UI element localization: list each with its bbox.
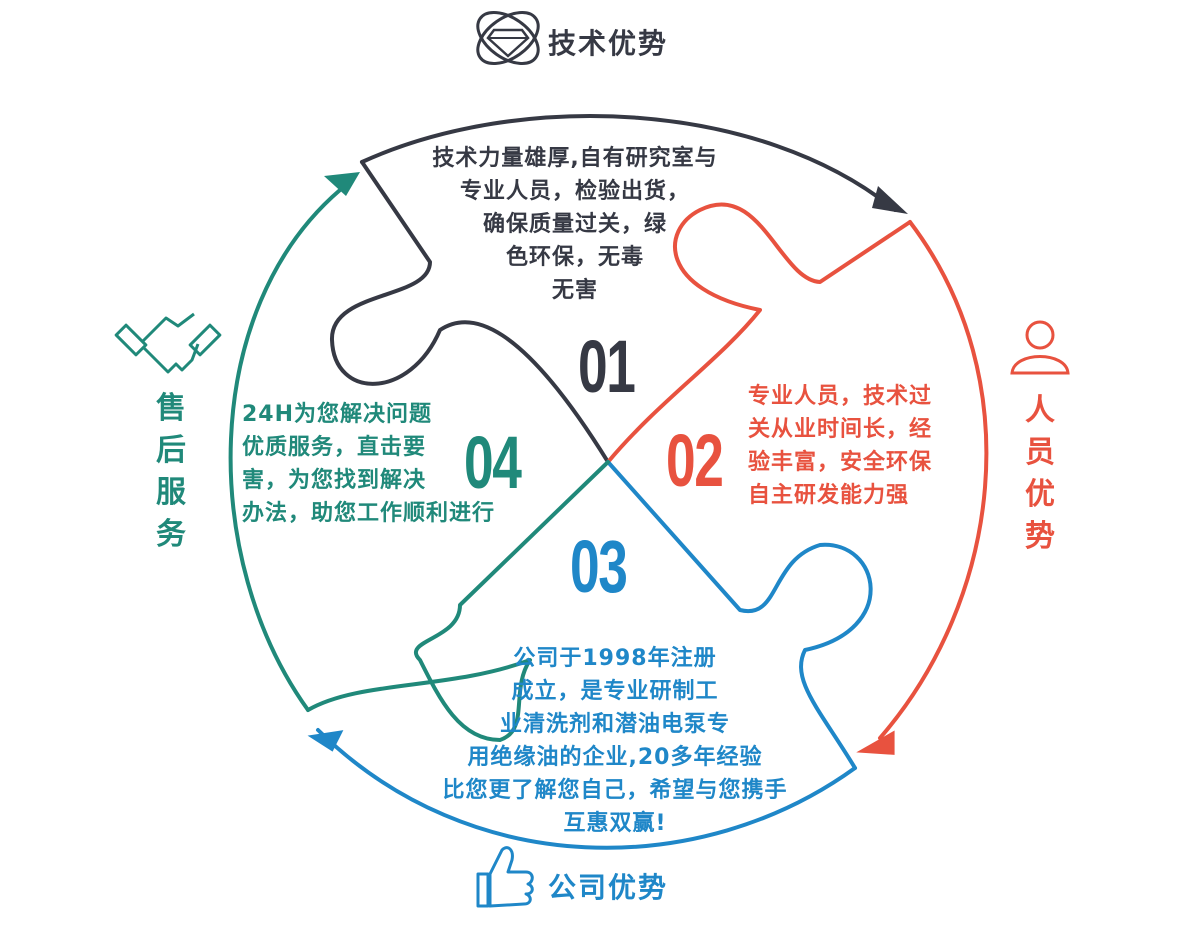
text-line: 害，为您找到解决	[242, 468, 427, 493]
diamond-icon	[476, 11, 540, 65]
thumbs-up-icon	[476, 846, 534, 908]
piece-text-01: 技术力量雄厚,自有研究室与 专业人员，检验出货， 确保质量过关，绿 色环保，无毒…	[405, 142, 745, 307]
title-service-char: 服	[156, 475, 186, 510]
piece-text-02: 专业人员，技术过 关从业时间长，经 验丰富，安全环保 自主研发能力强	[748, 380, 978, 512]
arrow-head-service	[324, 172, 360, 196]
title-people-char: 人	[1025, 393, 1055, 428]
ring-arc-tech	[360, 114, 897, 212]
title-people-char: 员	[1025, 435, 1055, 470]
title-people: 人 员 优 势	[1020, 390, 1060, 558]
handshake-icon	[114, 312, 222, 374]
arrow-head-company	[307, 730, 344, 752]
title-service-char: 务	[156, 517, 186, 552]
text-line: 办法，助您工作顺利进行	[242, 501, 496, 526]
title-people-char: 优	[1025, 477, 1055, 512]
text-line: 公司于1998年注册	[513, 646, 717, 671]
text-line: 色环保，无毒	[505, 245, 644, 270]
ring-arc-company	[316, 728, 857, 850]
text-line: 专业人员，检验出货，	[459, 179, 690, 204]
title-service-char: 后	[156, 433, 186, 468]
text-line: 无害	[551, 278, 598, 303]
puzzle-piece-01	[329, 160, 610, 464]
text-line: 关从业时间长，经	[748, 417, 933, 442]
text-line: 互惠双赢!	[563, 811, 667, 836]
ring-arc-service	[228, 188, 342, 712]
title-service-char: 售	[156, 391, 186, 426]
text-line: 专业人员，技术过	[748, 384, 933, 409]
piece-number-03: 03	[570, 525, 628, 608]
title-people-char: 势	[1025, 519, 1055, 554]
piece-number-01: 01	[578, 325, 636, 408]
arrow-head-people	[856, 730, 895, 755]
text-line: 成立，是专业研制工	[511, 679, 719, 704]
ring-arc-people	[878, 220, 989, 740]
piece-number-02: 02	[666, 419, 724, 502]
text-line: 24H为您解决问题	[242, 402, 433, 427]
text-line: 用绝缘油的企业,20多年经验	[467, 745, 763, 770]
piece-text-04: 24H为您解决问题 优质服务，直击要 害，为您找到解决 办法，助您工作顺利进行	[242, 398, 552, 530]
person-icon	[1010, 320, 1070, 375]
text-line: 确保质量过关，绿	[482, 212, 667, 237]
piece-text-03: 公司于1998年注册 成立，是专业研制工 业清洗剂和潜油电泵专 用绝缘油的企业,…	[405, 642, 825, 840]
puzzle-piece-04	[306, 460, 610, 742]
text-line: 自主研发能力强	[748, 483, 910, 508]
arrow-head-tech	[872, 186, 908, 214]
text-line: 业清洗剂和潜油电泵专	[499, 712, 730, 737]
text-line: 比您更了解您自己，希望与您携手	[442, 778, 788, 803]
puzzle-piece-03	[606, 460, 873, 770]
text-line: 验丰富，安全环保	[748, 450, 933, 475]
title-company: 公司优势	[548, 871, 669, 904]
text-line: 优质服务，直击要	[242, 435, 427, 460]
piece-number-04: 04	[464, 421, 522, 504]
title-tech: 技术优势	[548, 27, 669, 60]
title-service: 售 后 服 务	[151, 388, 191, 556]
puzzle-piece-02	[606, 202, 912, 464]
text-line: 技术力量雄厚,自有研究室与	[432, 146, 718, 171]
